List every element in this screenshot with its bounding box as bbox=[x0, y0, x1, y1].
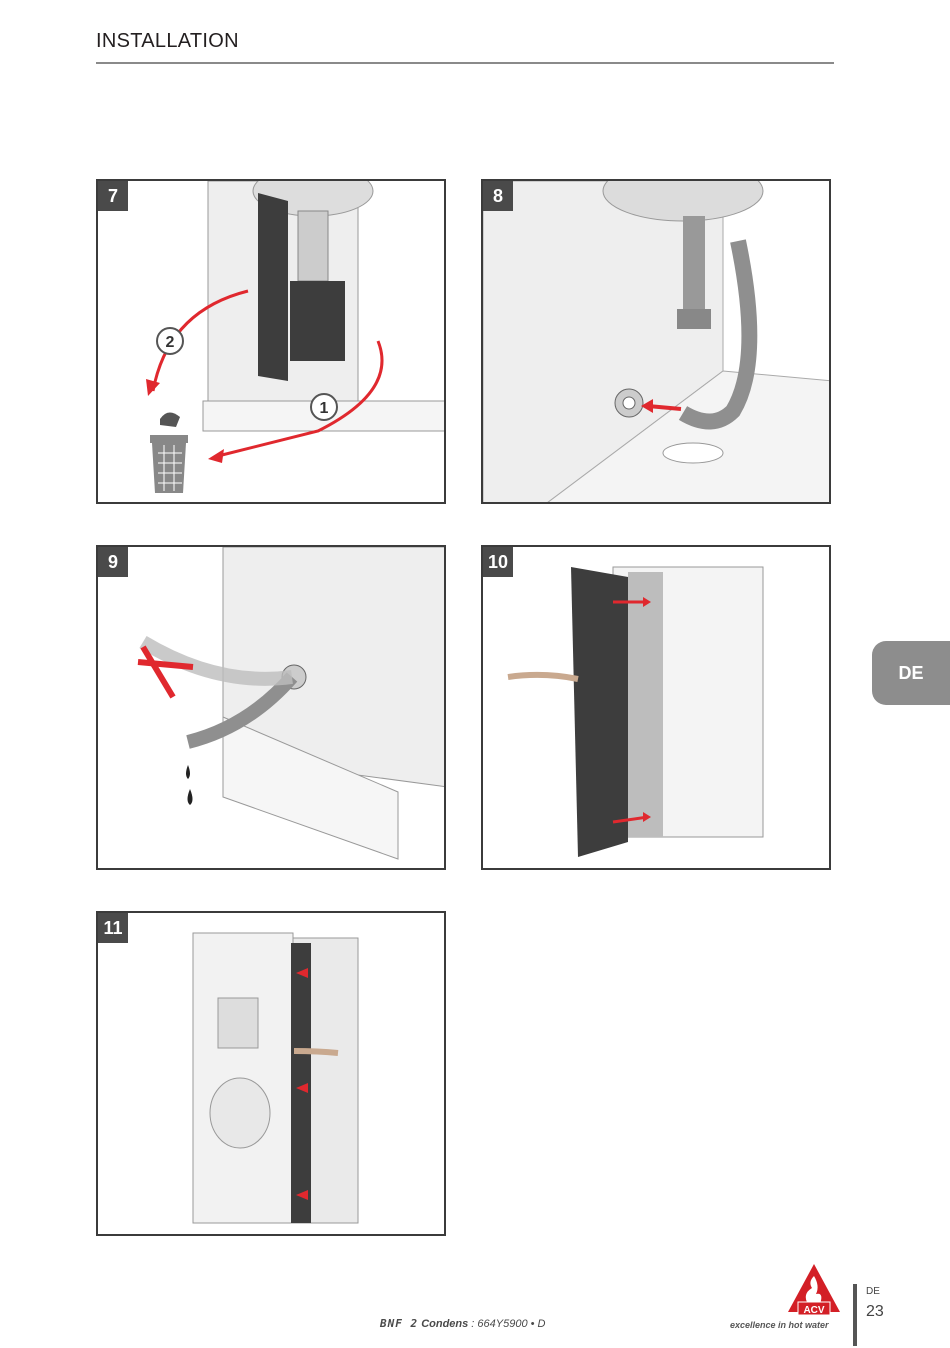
step-7-panel: 7 2 1 bbox=[96, 179, 446, 504]
callout-2: 2 bbox=[166, 334, 175, 351]
step-badge: 7 bbox=[98, 181, 128, 211]
step-10-illustration bbox=[507, 566, 764, 857]
step-7-illustration: 2 1 bbox=[146, 181, 444, 493]
model-code: : 664Y5900 • D bbox=[468, 1318, 546, 1330]
page-title: INSTALLATION bbox=[96, 30, 239, 52]
step-8-panel: 8 bbox=[481, 179, 831, 504]
model-brand: BNF 2 bbox=[380, 1317, 419, 1330]
acv-logo-icon: ACV bbox=[788, 1264, 840, 1316]
logo-text: ACV bbox=[803, 1305, 824, 1316]
step-8-illustration bbox=[483, 181, 829, 502]
footer-divider bbox=[853, 1284, 857, 1346]
step-11-panel: 11 bbox=[96, 911, 446, 1236]
step-9-illustration bbox=[137, 547, 444, 860]
header-rule bbox=[96, 62, 834, 64]
step-9-panel: 9 bbox=[96, 545, 446, 870]
step-badge: 9 bbox=[98, 547, 128, 577]
step-badge: 11 bbox=[98, 913, 128, 943]
step-10-panel: 10 bbox=[481, 545, 831, 870]
step-11-illustration bbox=[192, 932, 359, 1224]
tagline: excellence in hot water bbox=[730, 1320, 829, 1330]
step-badge: 10 bbox=[483, 547, 513, 577]
page-language: DE bbox=[866, 1286, 880, 1297]
trash-bin-icon bbox=[150, 435, 188, 493]
step-badge: 8 bbox=[483, 181, 513, 211]
language-tab[interactable]: DE bbox=[872, 641, 950, 705]
model-name: Condens bbox=[421, 1318, 469, 1330]
page-number: 23 bbox=[866, 1303, 884, 1320]
callout-1: 1 bbox=[320, 400, 329, 417]
footer-model: BNF 2 Condens : 664Y5900 • D bbox=[380, 1317, 546, 1330]
